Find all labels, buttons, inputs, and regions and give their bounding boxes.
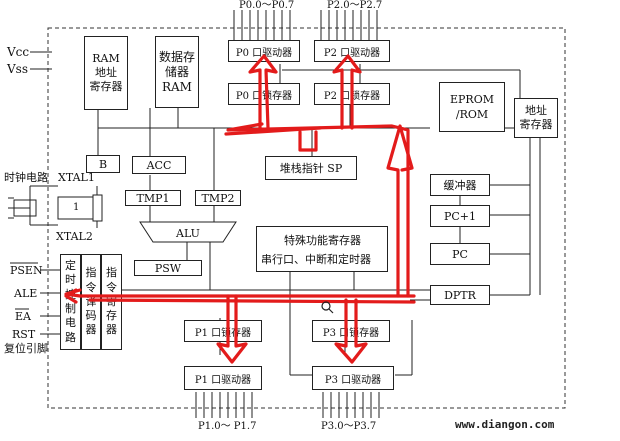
p0-pins-label: P0.0～P0.7 <box>239 0 295 11</box>
tmp2-register: TMP2 <box>195 190 241 206</box>
buffer: 缓冲器 <box>430 174 490 196</box>
sfr-block: 特殊功能寄存器 串行口、中断和定时器 <box>256 226 388 272</box>
psw-register: PSW <box>134 260 202 276</box>
p1-driver: P1 口驱动器 <box>184 366 262 390</box>
rst-pin-label: RST <box>12 328 36 341</box>
p0-driver: P0 口驱动器 <box>228 40 300 62</box>
p3-latch: P3 口锁存器 <box>312 320 390 342</box>
ea-pin-label: EA <box>15 310 31 323</box>
b-register: B <box>86 155 120 173</box>
pc-plus-one: PC+1 <box>430 205 490 227</box>
address-register: 地址 寄存器 <box>514 98 558 138</box>
vcc-label: Vcc <box>7 45 30 59</box>
program-counter: PC <box>430 243 490 265</box>
dptr-register: DPTR <box>430 285 490 305</box>
vss-label: Vss <box>7 62 28 76</box>
p0-latch: P0 口锁存器 <box>228 83 300 105</box>
ram-address-register: RAM 地址 寄存器 <box>84 36 128 110</box>
watermark: www.diangon.com <box>455 418 555 431</box>
stack-pointer: 堆栈指针 SP <box>265 156 357 180</box>
ale-pin-label: ALE <box>14 287 38 300</box>
psen-pin-label: PSEN <box>10 264 43 277</box>
xtal1-label: XTAL1 <box>58 171 95 184</box>
p2-pins-label: P2.0～P2.7 <box>327 0 383 11</box>
xtal2-label: XTAL2 <box>56 230 93 243</box>
sfr-title: 特殊功能寄存器 <box>284 234 361 247</box>
p1-latch: P1 口锁存器 <box>184 320 262 342</box>
clock-circuit-label: 时钟电路 <box>4 171 48 184</box>
eprom-rom: EPROM /ROM <box>439 82 505 132</box>
p1-pins-label: P1.0～ P1.7 <box>198 421 257 432</box>
sfr-subtitle: 串行口、中断和定时器 <box>261 253 371 266</box>
data-ram: 数据存 储器 RAM <box>155 36 199 108</box>
acc-register: ACC <box>132 156 186 174</box>
p3-driver: P3 口驱动器 <box>312 366 394 390</box>
tmp1-register: TMP1 <box>125 190 181 206</box>
alu-label: ALU <box>176 227 200 240</box>
p3-pins-label: P3.0～P3.7 <box>321 421 377 432</box>
inverter-label: 1 <box>73 202 80 213</box>
reset-pin-label: 复位引脚 <box>4 342 48 355</box>
timing-control-circuit: 定 时 控 制 电 路 <box>60 254 81 350</box>
